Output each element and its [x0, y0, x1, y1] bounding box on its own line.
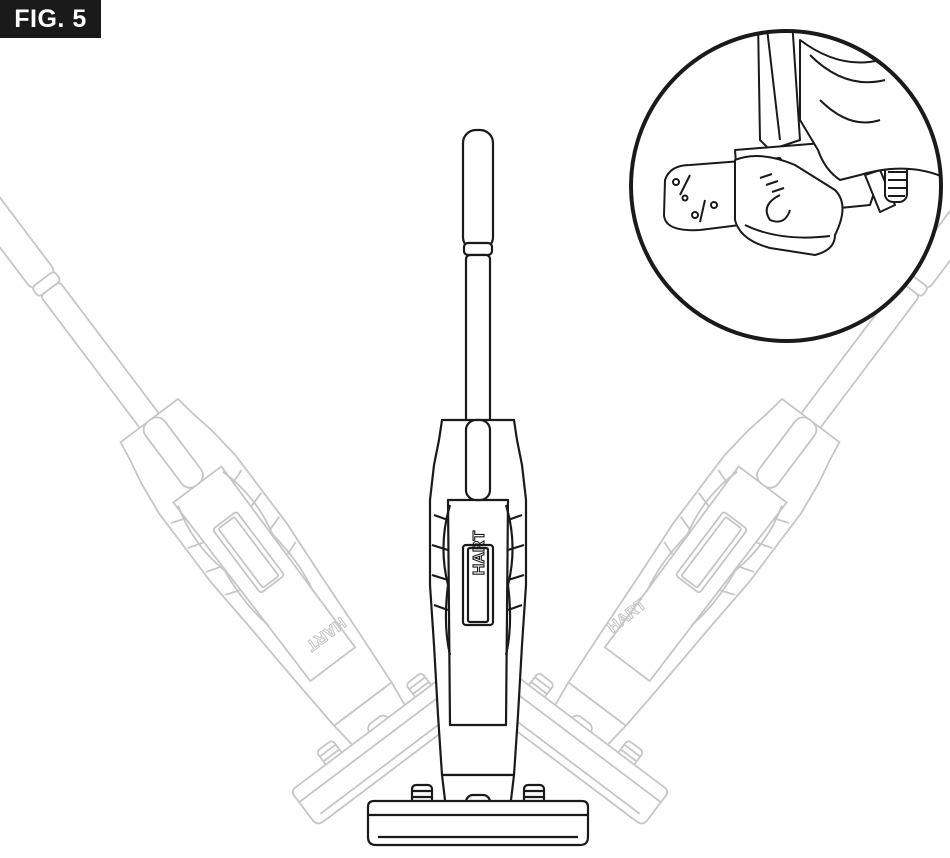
vacuum-tilted-left — [0, 121, 494, 828]
foot-release-inset — [629, 29, 943, 343]
figure-label: FIG. 5 — [0, 0, 101, 38]
brand-text-main: HART — [471, 531, 488, 576]
